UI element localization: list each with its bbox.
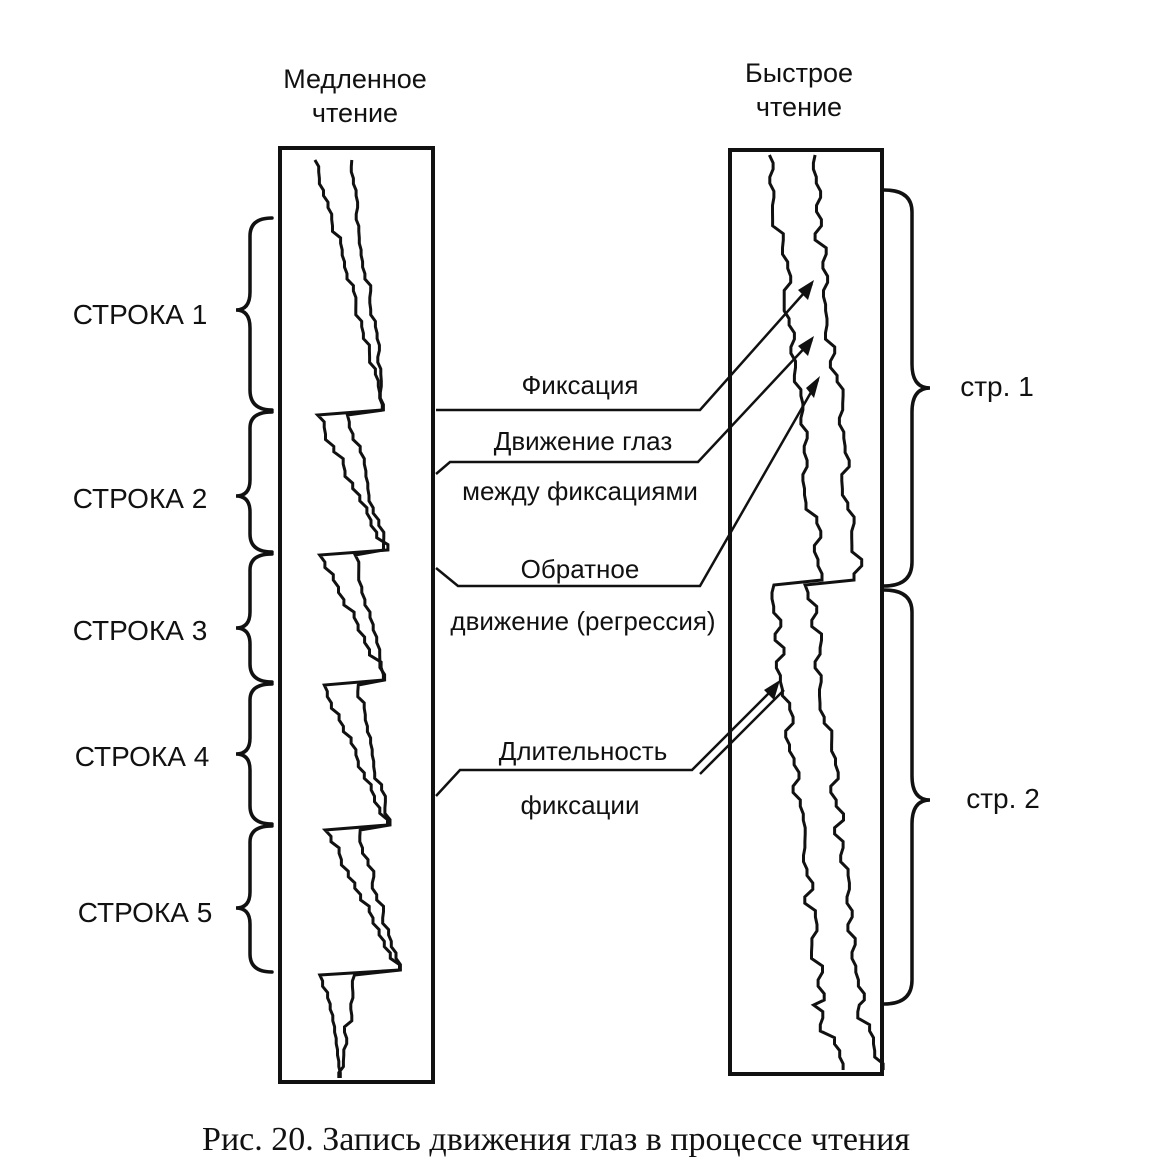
figure-caption: Рис. 20. Запись движения глаз в процессе… <box>202 1121 910 1158</box>
annotation-regression-line-1: Обратное <box>521 554 640 584</box>
slow-reading-traces <box>313 159 402 1078</box>
annotation-duration-line-1: Длительность <box>499 736 668 766</box>
annotation-regression-line-2: движение (регрессия) <box>450 606 715 636</box>
brace-row-3 <box>235 552 274 684</box>
fast-reading-traces <box>768 154 885 1070</box>
slow-trace-right <box>337 159 402 1078</box>
leader-duration-second <box>699 689 785 775</box>
row-label-1: СТРОКА 1 <box>73 299 208 330</box>
fast-title-line-2: чтение <box>756 92 842 122</box>
fast-title-line-1: Быстрое <box>745 58 853 88</box>
brace-row-1 <box>235 216 274 412</box>
annotation-fixation: Фиксация <box>522 370 639 400</box>
brace-row-4 <box>235 682 274 826</box>
row-braces-left <box>235 216 274 974</box>
brace-page-2 <box>882 588 931 1006</box>
row-label-4: СТРОКА 4 <box>75 741 210 772</box>
brace-page-1 <box>882 188 931 588</box>
fast-trace-left <box>768 154 845 1070</box>
annotation-duration-line-2: фиксации <box>521 790 640 820</box>
page-label-1: стр. 1 <box>960 371 1034 402</box>
leader-lines <box>435 280 820 797</box>
annotation-saccade-line-1: Движение глаз <box>494 426 673 456</box>
brace-row-5 <box>235 824 274 974</box>
leader-regression <box>435 379 820 588</box>
arrow-fixation-icon <box>798 280 814 300</box>
leader-saccade <box>435 339 813 475</box>
leader-fixation <box>436 283 813 412</box>
row-label-2: СТРОКА 2 <box>73 483 208 514</box>
arrow-duration-icon <box>764 680 780 700</box>
slow-title-line-2: чтение <box>312 98 398 128</box>
slow-trace-left <box>313 159 401 1078</box>
slow-title-line-1: Медленное <box>283 64 427 94</box>
page-label-2: стр. 2 <box>966 783 1040 814</box>
leader-duration <box>435 685 777 797</box>
brace-row-2 <box>235 410 274 554</box>
fast-trace-right <box>802 154 885 1070</box>
annotation-saccade-line-2: между фиксациями <box>462 476 698 506</box>
fast-reading-frame <box>728 148 884 1076</box>
row-label-5: СТРОКА 5 <box>78 897 213 928</box>
row-label-3: СТРОКА 3 <box>73 615 208 646</box>
arrow-saccade-icon <box>798 336 814 356</box>
slow-reading-frame <box>278 146 435 1084</box>
page-braces-right <box>882 188 931 1006</box>
arrow-regression-icon <box>806 376 820 398</box>
